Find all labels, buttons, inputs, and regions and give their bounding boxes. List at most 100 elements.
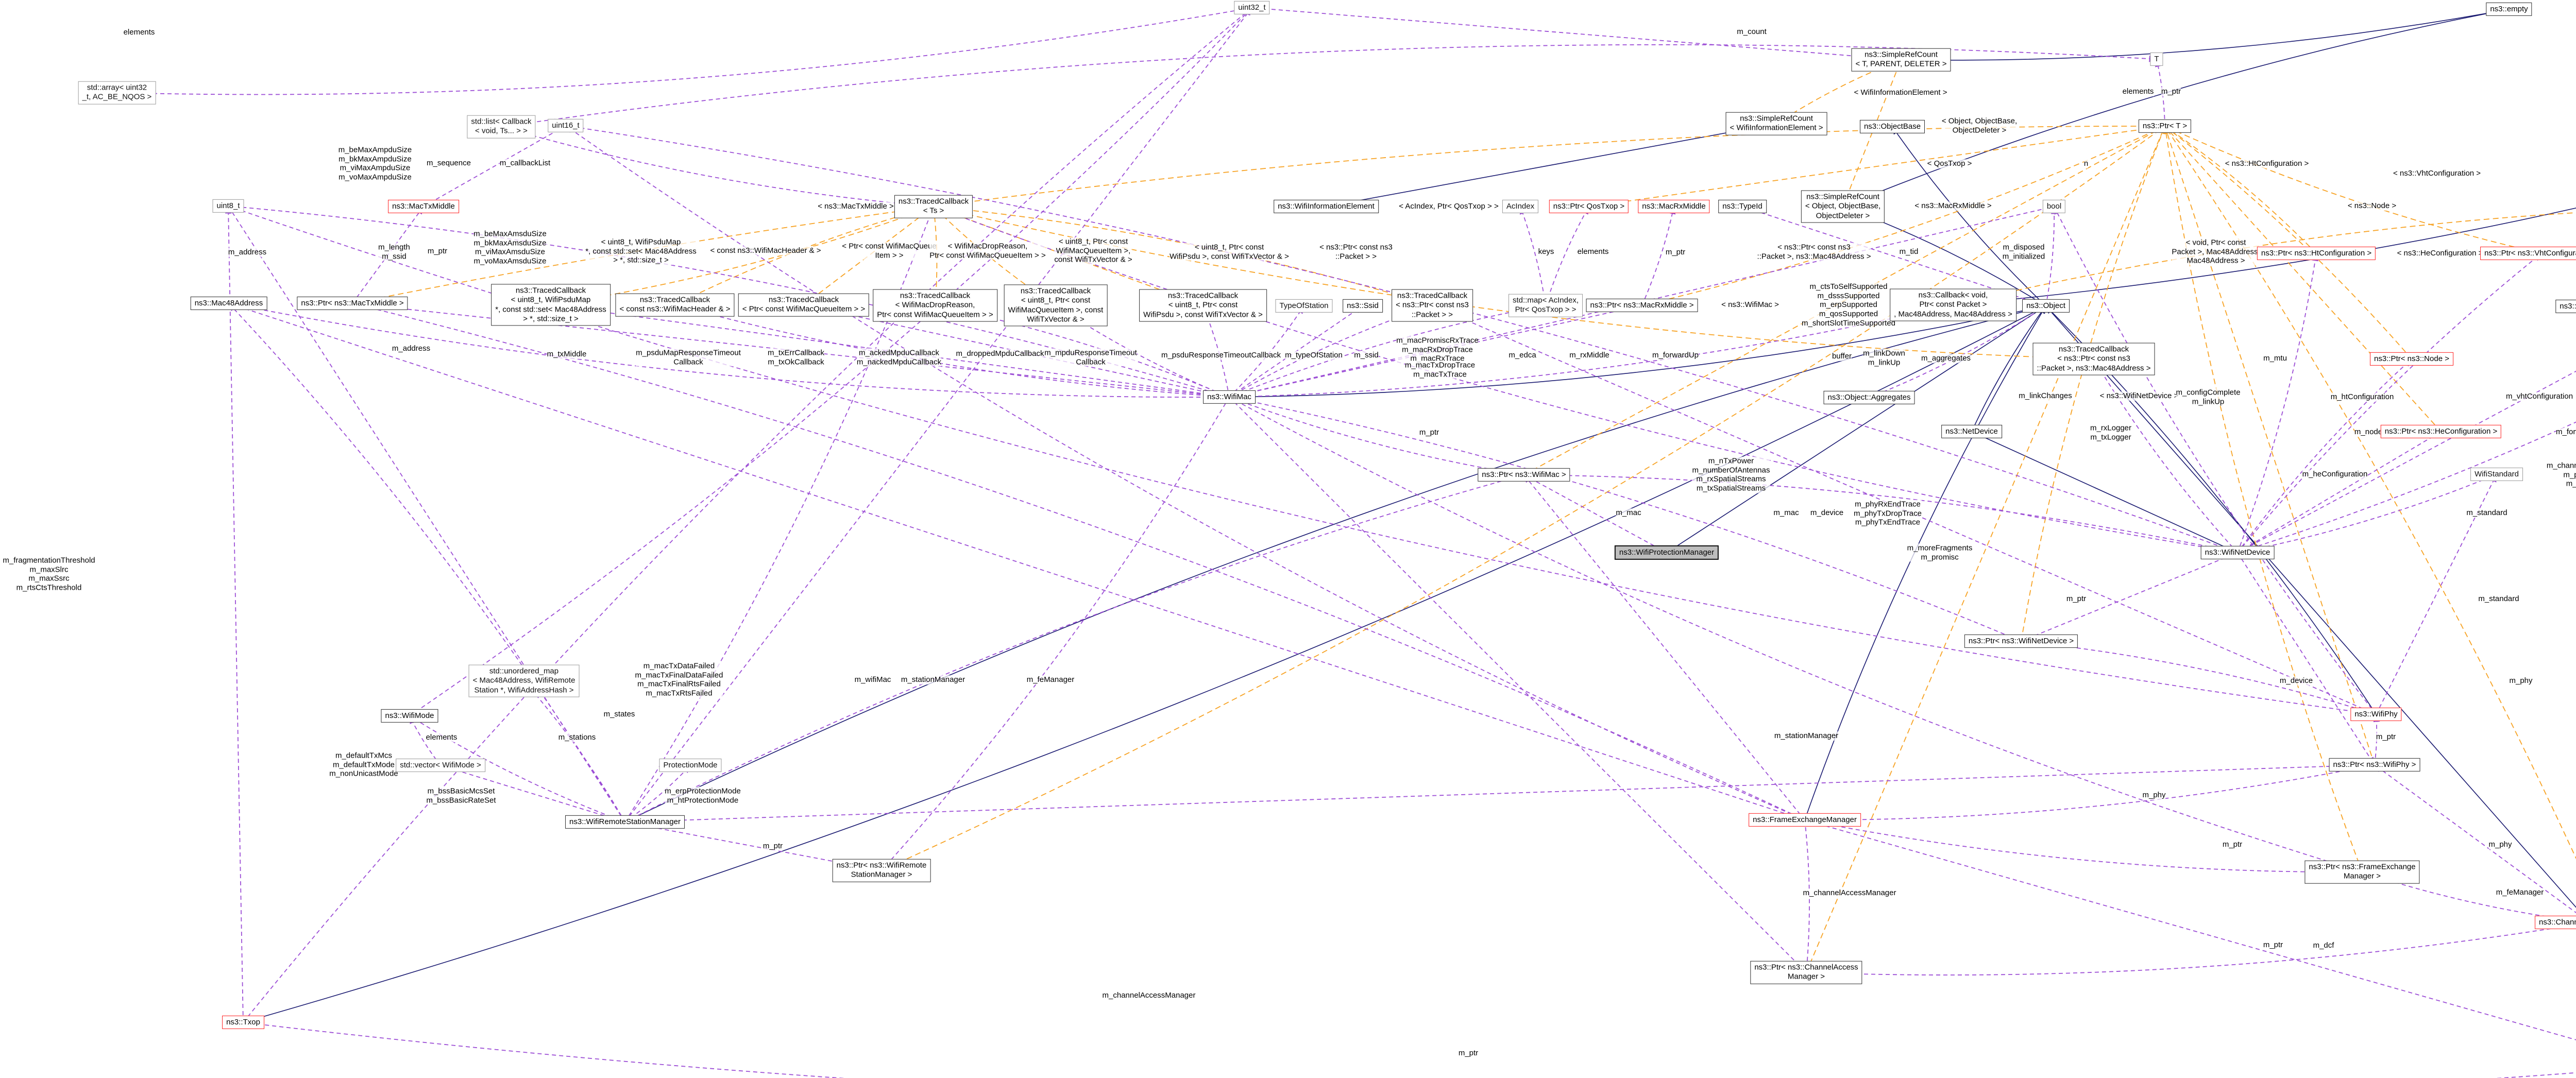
- edge-wifinetdevice-cb_bool5: [2237, 370, 2576, 553]
- node-uint16[interactable]: uint16_t: [548, 118, 584, 133]
- node-typeofstation[interactable]: TypeOfStation: [1275, 299, 1333, 313]
- edge-label: m_droppedMpduCallback: [956, 349, 1044, 358]
- edge-wrsm-ptr_wifimac: [624, 473, 1524, 823]
- edge-label: m_standard: [2478, 594, 2519, 604]
- node-wrsm[interactable]: ns3::WifiRemoteStationManager: [565, 815, 685, 829]
- edge-label: < ns3::MacRxMiddle >: [1914, 201, 1992, 211]
- node-ptr_node[interactable]: ns3::Ptr< ns3::Node >: [2370, 352, 2453, 366]
- node-mac48[interactable]: ns3::Mac48Address: [190, 296, 267, 311]
- node-ptr_mactxmiddle[interactable]: ns3::Ptr< ns3::MacTxMiddle >: [297, 296, 408, 311]
- node-tcb_ts[interactable]: ns3::TracedCallback < Ts >: [894, 195, 973, 218]
- node-ptr_macrxmiddle[interactable]: ns3::Ptr< ns3::MacRxMiddle >: [1586, 298, 1698, 313]
- edge-wifimac-map_edca: [1229, 303, 1546, 398]
- edge-label: elements: [2122, 87, 2154, 96]
- node-tcb_mqitx[interactable]: ns3::TracedCallback < uint8_t, Ptr< cons…: [1004, 284, 1108, 327]
- edge-ptr_wifinetdevice-wifinetdevice: [2021, 552, 2238, 642]
- node-src_obj[interactable]: ns3::SimpleRefCount < Object, ObjectBase…: [1801, 190, 1885, 223]
- node-ptr_cam[interactable]: ns3::Ptr< ns3::ChannelAccess Manager >: [1750, 961, 1862, 984]
- node-uint8[interactable]: uint8_t: [212, 199, 244, 213]
- node-cb_fwd[interactable]: ns3::Callback< void, Ptr< const Packet >…: [1890, 288, 2016, 321]
- edge-label: m_device: [2279, 676, 2313, 686]
- node-mactxmiddle[interactable]: ns3::MacTxMiddle: [388, 199, 459, 214]
- edge-label: m_linkDown m_linkUp: [1863, 349, 1905, 367]
- edge-wrsm-object: [624, 304, 2046, 823]
- node-ptrT[interactable]: ns3::Ptr< T >: [2138, 119, 2192, 133]
- node-ptr_heconf[interactable]: ns3::Ptr< ns3::HeConfiguration >: [2380, 424, 2502, 439]
- node-macrxmiddle[interactable]: ns3::MacRxMiddle: [1638, 199, 1710, 214]
- edge-label: < ns3::Ptr< const ns3 ::Packet > >: [1319, 243, 1393, 261]
- node-ptr_wifinetdevice[interactable]: ns3::Ptr< ns3::WifiNetDevice >: [1964, 634, 2078, 648]
- node-objbase[interactable]: ns3::ObjectBase: [1859, 119, 1925, 134]
- node-wifimode[interactable]: ns3::WifiMode: [381, 709, 438, 723]
- edge-label: < ns3::WifiNetDevice >: [2099, 391, 2179, 401]
- edge-wifinetdevice-ptr_vhtconf: [2237, 253, 2542, 553]
- edge-label: m_txErrCallback m_txOkCallback: [767, 348, 825, 367]
- edge-label: < Object, ObjectBase, ObjectDeleter >: [1941, 116, 2018, 135]
- node-cb_void[interactable]: ns3::Callback< void >: [2555, 299, 2576, 314]
- edge-label: m_mac: [1773, 508, 1799, 518]
- node-ptr_htconf[interactable]: ns3::Ptr< ns3::HtConfiguration >: [2257, 246, 2376, 261]
- node-wifimac[interactable]: ns3::WifiMac: [1203, 390, 1256, 404]
- edge-label: < uint8_t, Ptr< const WifiPsdu >, const …: [1170, 243, 1289, 261]
- node-tcb_psdumap[interactable]: ns3::TracedCallback < uint8_t, WifiPsduM…: [491, 284, 611, 326]
- edge-wrsm-ptr_wifiphy: [624, 761, 2375, 823]
- node-ptr_wrsm[interactable]: ns3::Ptr< ns3::WifiRemote StationManager…: [832, 859, 931, 882]
- node-netdevice[interactable]: ns3::NetDevice: [1941, 424, 2002, 439]
- node-ptr_fem[interactable]: ns3::Ptr< ns3::FrameExchange Manager >: [2304, 860, 2420, 884]
- node-ptr_wifimac[interactable]: ns3::Ptr< ns3::WifiMac >: [1478, 468, 1570, 482]
- edge-label: < ns3::VhtConfiguration >: [2393, 169, 2481, 178]
- node-fem[interactable]: ns3::FrameExchangeManager: [1749, 813, 1861, 827]
- node-subject[interactable]: ns3::WifiProtectionManager: [1614, 545, 1719, 560]
- node-map_edca[interactable]: std::map< AcIndex, Ptr< QosTxop > >: [1509, 294, 1583, 317]
- node-tcb_pkt[interactable]: ns3::TracedCallback < ns3::Ptr< const ns…: [1392, 289, 1473, 322]
- node-T[interactable]: T: [2150, 52, 2163, 66]
- node-ptr_vhtconf[interactable]: ns3::Ptr< ns3::VhtConfiguration >: [2480, 246, 2576, 261]
- node-object[interactable]: ns3::Object: [2022, 299, 2070, 313]
- edge-label: m_ptr: [2161, 87, 2181, 96]
- node-tcb_mqi[interactable]: ns3::TracedCallback < Ptr< const WifiMac…: [738, 293, 870, 317]
- node-protmode[interactable]: ProtectionMode: [659, 758, 722, 773]
- edge-fem-ptr_wifimac: [1523, 474, 1805, 820]
- edge-label: m_macTxDropTrace m_macTxTrace: [1404, 361, 1476, 379]
- node-src_tpd[interactable]: ns3::SimpleRefCount < T, PARENT, DELETER…: [1851, 48, 1951, 72]
- node-ssid[interactable]: ns3::Ssid: [1343, 299, 1383, 313]
- node-tcb_machdr[interactable]: ns3::TracedCallback < const ns3::WifiMac…: [615, 293, 735, 317]
- node-typeid[interactable]: ns3::TypeId: [1718, 199, 1767, 214]
- edge-label: m_htConfiguration: [2330, 392, 2394, 402]
- node-stdlist[interactable]: std::list< Callback < void, Ts... > >: [467, 115, 536, 139]
- edge-label: m_dcf: [2313, 941, 2334, 950]
- node-wie[interactable]: ns3::WifiInformationElement: [1274, 199, 1379, 214]
- node-tcb_pktmac[interactable]: ns3::TracedCallback < ns3::Ptr< const ns…: [2032, 343, 2155, 375]
- node-stdarray[interactable]: std::array< uint32 _t, AC_BE_NQOS >: [78, 81, 156, 105]
- node-uint32[interactable]: uint32_t: [1234, 1, 1270, 15]
- node-acindex[interactable]: AcIndex: [1502, 199, 1539, 214]
- node-tcb_psdutx[interactable]: ns3::TracedCallback < uint8_t, Ptr< cons…: [1139, 289, 1267, 322]
- edge-label: m_ssid: [1354, 351, 1379, 360]
- node-tcb_dropmqi[interactable]: ns3::TracedCallback < WifiMacDropReason,…: [873, 289, 997, 322]
- edge-ptr_qostxop-ptrT: [1588, 124, 2165, 207]
- edge-wifinetdevice-ptr_htconf: [2237, 253, 2319, 553]
- node-wifistandard[interactable]: WifiStandard: [2470, 467, 2523, 482]
- node-ptr_wifiphy[interactable]: ns3::Ptr< ns3::WifiPhy >: [2329, 758, 2420, 772]
- node-empty[interactable]: ns3::empty: [2486, 2, 2532, 16]
- edge-label: m_disposed m_initialized: [2002, 243, 2045, 261]
- edge-label: < ns3::Ptr< const ns3 ::Packet >, ns3::M…: [1757, 243, 1871, 261]
- node-bool[interactable]: bool: [2042, 199, 2066, 214]
- node-wifinetdevice[interactable]: ns3::WifiNetDevice: [2200, 545, 2275, 560]
- edge-label: m_ptr: [1665, 248, 1686, 257]
- edge-ptr_node-ptrT: [2164, 126, 2412, 360]
- edge-label: n: [2083, 159, 2089, 168]
- node-aggregates[interactable]: ns3::Object::Aggregates: [1823, 390, 1915, 405]
- edge-label: m_channelAccessRequested m_powerRestrict…: [2546, 461, 2576, 489]
- node-umap_stations[interactable]: std::unordered_map < Mac48Address, WifiR…: [468, 664, 580, 697]
- edge-ptr_wifinetdevice-ptrT: [2021, 126, 2165, 642]
- node-txop[interactable]: ns3::Txop: [222, 1015, 264, 1030]
- node-src_wie[interactable]: ns3::SimpleRefCount < WifiInformationEle…: [1725, 112, 1827, 135]
- node-wifiphy[interactable]: ns3::WifiPhy: [2350, 707, 2402, 722]
- node-vec_wifimode[interactable]: std::vector< WifiMode >: [396, 758, 485, 773]
- node-ptr_qostxop[interactable]: ns3::Ptr< QosTxop >: [1549, 199, 1629, 214]
- edge-label: m_ptr: [427, 247, 448, 256]
- edge-label: elements: [1577, 247, 1609, 256]
